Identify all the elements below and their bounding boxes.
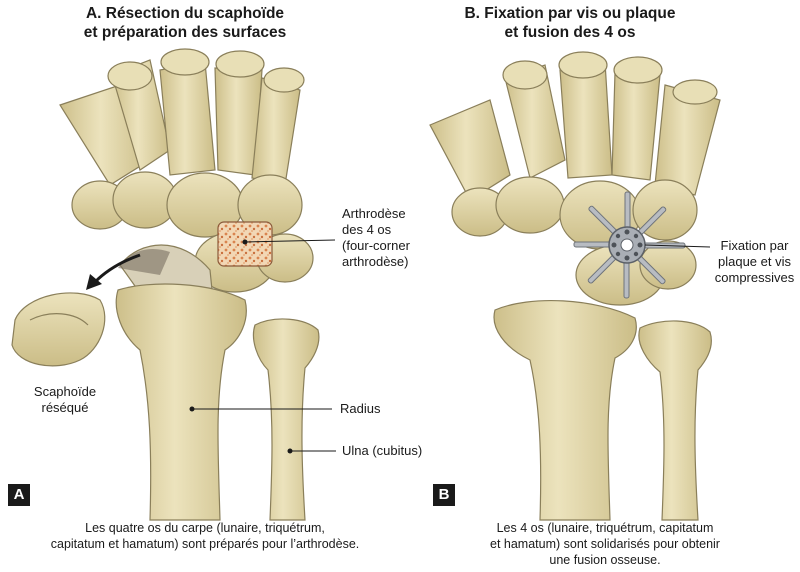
panel-a-title-line2: et préparation des surfaces [83,24,287,41]
label-radius: Radius [340,401,380,417]
resected-scaphoid [11,292,106,367]
metacarpals-b [429,51,721,201]
metacarpals-a [59,48,305,186]
panel-b-title-line2: et fusion des 4 os [504,24,636,41]
carpals-b [451,176,698,306]
caption-a: Les quatre os du carpe (lunaire, triquét… [10,520,400,552]
radius-bone-a [115,283,247,521]
panel-b-title-line1: B. Fixation par vis ou plaque [464,5,676,22]
caption-b-line3: une fusion osseuse. [549,553,661,567]
label-scaphoide-l2: réséqué [41,400,89,415]
label-arthrodese-l1: Arthrodèse [342,206,406,221]
label-scaphoide-l1: Scaphoïde [33,384,97,399]
panel-a-title-line1: A. Résection du scaphoïde [85,5,285,22]
resection-arrow [93,253,141,284]
panel-a-title: A. Résection du scaphoïde et préparation… [25,4,345,42]
leader-fixation [644,244,711,248]
fixation-plate [573,191,686,299]
panel-b-title: B. Fixation par vis ou plaque et fusion … [410,4,730,42]
caption-a-line1: Les quatre os du carpe (lunaire, triquét… [85,521,325,535]
caption-b-line1: Les 4 os (lunaire, triquétrum, capitatum [496,521,714,535]
dot-radius [189,406,195,412]
badge-b: B [433,484,455,506]
label-radius-text: Radius [340,401,381,416]
label-ulna: Ulna (cubitus) [342,443,422,459]
leaders-a [192,239,336,452]
label-arthrodese-l3: (four-corner [342,238,410,253]
label-fixation-l1: Fixation par [720,238,789,253]
radius-bone-b [493,300,637,521]
panel-b-bones [429,51,721,521]
label-arthrodese: Arthrodèse des 4 os (four-corner arthrod… [342,206,410,270]
panel-a-bones [11,48,320,521]
label-fixation: Fixation par plaque et vis compressives [712,238,797,286]
ulna-bone-b [638,320,712,521]
label-arthrodese-l2: des 4 os [342,222,392,237]
label-fixation-l3: compressives [714,270,795,285]
resection-arrowhead [86,274,102,290]
dot-arthrodese [242,239,248,245]
dot-ulna [287,448,293,454]
ulna-bone-a [252,318,320,521]
label-ulna-text: Ulna (cubitus) [342,443,423,458]
caption-a-line2: capitatum et hamatum) sont préparés pour… [50,537,360,551]
label-scaphoide: Scaphoïde réséqué [10,384,120,416]
caption-b: Les 4 os (lunaire, triquétrum, capitatum… [420,520,790,568]
carpals-a [71,171,314,293]
label-arthrodese-l4: arthrodèse) [342,254,409,269]
label-fixation-l2: plaque et vis [718,254,791,269]
caption-b-line2: et hamatum) sont solidarisés pour obteni… [490,537,720,551]
badge-a: A [8,484,30,506]
